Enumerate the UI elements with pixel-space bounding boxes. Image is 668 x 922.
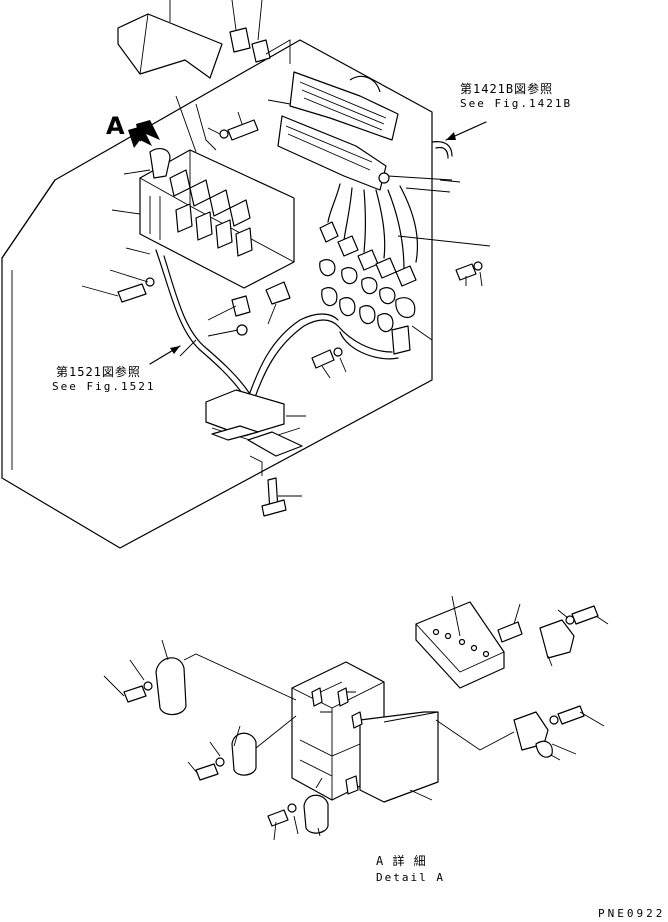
- wire-bundle: [327, 183, 419, 271]
- top-cover: [117, 0, 223, 79]
- fig-1421b-ref-jp: 第1421B図参照: [460, 82, 554, 96]
- harness-routing: [155, 141, 453, 401]
- connector-cover-upper: [267, 71, 399, 141]
- bolt-bottom: [261, 477, 302, 517]
- clips: [229, 0, 291, 64]
- ref-leaders: [149, 121, 487, 365]
- detail-a-title-jp: A 詳 細: [376, 854, 427, 868]
- fig-1421b-ref-en: See Fig.1421B: [460, 97, 573, 110]
- detail-a-title-en: Detail A: [376, 871, 445, 884]
- leaders-top: [111, 169, 491, 357]
- detail-bracket: [415, 595, 505, 689]
- mount-plate: [205, 389, 306, 476]
- detail-relays: [103, 603, 609, 841]
- bolts-top: [81, 111, 483, 379]
- relay-box: [139, 95, 295, 289]
- fig-1521-ref-en: See Fig.1521: [52, 380, 156, 393]
- fig-1521-ref-jp: 第1521図参照: [56, 365, 141, 379]
- detail-mount-box: [291, 661, 439, 803]
- drawing-code: PNE0922: [598, 907, 666, 920]
- arrow-view-a: [128, 120, 160, 148]
- connectors-cluster: [319, 221, 417, 360]
- view-a-marker: A: [106, 112, 125, 140]
- connector-block: [277, 115, 453, 191]
- cab-panel: [1, 39, 433, 549]
